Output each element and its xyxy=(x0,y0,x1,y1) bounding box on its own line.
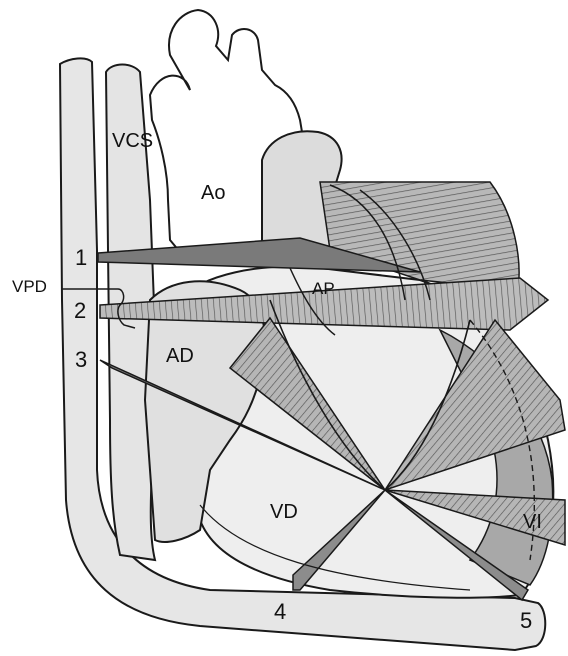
view-number-2: 2 xyxy=(74,298,86,323)
view-number-4: 4 xyxy=(274,599,286,624)
label-vpd: VPD xyxy=(12,277,47,296)
view-number-1: 1 xyxy=(75,245,87,270)
label-ap: AP xyxy=(312,279,335,298)
view-number-3: 3 xyxy=(75,347,87,372)
view-number-5: 5 xyxy=(520,608,532,633)
label-vcs: VCS xyxy=(112,130,153,152)
label-vi: VI xyxy=(523,511,542,533)
label-ad: AD xyxy=(166,345,194,367)
label-vd: VD xyxy=(270,501,298,523)
label-ao: Ao xyxy=(201,182,225,204)
